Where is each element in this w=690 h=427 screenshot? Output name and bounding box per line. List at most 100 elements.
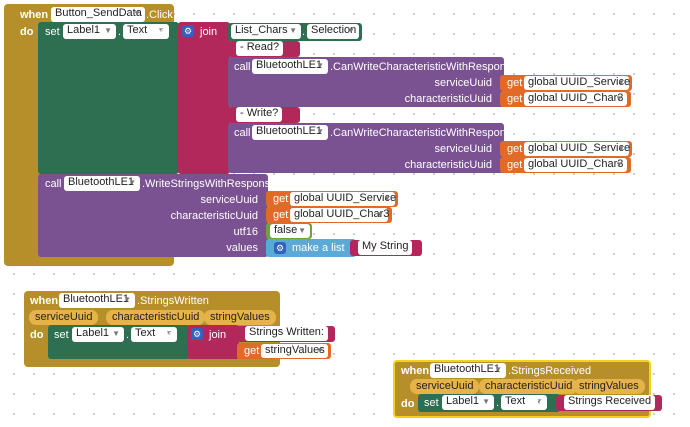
component-dropdown-list-chars[interactable]: List_Chars▼ [231,24,301,39]
chevron-down-icon: ▼ [535,397,543,406]
service-uuid-label: serviceUuid [434,143,492,155]
get-global-service-1[interactable]: get global UUID_Service▼ [500,75,632,91]
call-label: call [45,178,62,190]
gear-icon[interactable]: ⚙ [191,328,203,340]
param-characteristic-uuid[interactable]: characteristicUuid [479,379,579,394]
text-strings-written[interactable]: Strings Written: [237,326,335,342]
chevron-down-icon: ▼ [615,160,623,169]
chevron-down-icon: ▼ [617,78,625,87]
component-dropdown-ble[interactable]: BluetoothLE1▼ [64,176,140,191]
to-label: to [157,26,167,38]
call-canwrite-block-2[interactable]: call BluetoothLE1▼ .CanWriteCharacterist… [228,123,517,173]
characteristic-uuid-label: characteristicUuid [404,159,492,171]
param-string-values[interactable]: stringValues [204,310,276,325]
chevron-down-icon: ▼ [494,365,502,374]
get-global-service-3[interactable]: get global UUID_Service▼ [266,191,398,207]
chevron-down-icon: ▼ [376,210,384,219]
component-dropdown-ble[interactable]: BluetoothLE1▼ [252,59,328,74]
text-write[interactable]: - Write? [228,107,300,123]
service-uuid-label: serviceUuid [200,194,258,206]
do-label: do [20,26,34,38]
join-label: join [209,329,227,341]
chevron-down-icon: ▼ [615,94,623,103]
gear-icon[interactable]: ⚙ [182,25,194,37]
make-a-list-label: make a list [292,242,345,254]
component-dropdown-button-senddata[interactable]: Button_SendData▼ [51,7,145,22]
chevron-down-icon: ▼ [347,26,355,35]
property-dropdown-text[interactable]: Text▼ [123,24,169,39]
chevron-down-icon: ▼ [104,26,112,35]
call-label: call [234,61,251,73]
component-dropdown-label1[interactable]: Label1▼ [442,395,494,410]
set-label: set [54,329,69,341]
when-label: when [30,295,59,307]
false-block[interactable]: false▼ [266,223,312,239]
chevron-down-icon: ▼ [316,61,324,70]
param-characteristic-uuid[interactable]: characteristicUuid [106,310,206,325]
do-label: do [401,398,415,410]
event-name-strings-received: .StringsReceived [508,365,592,377]
property-dropdown-text[interactable]: Text▼ [131,327,177,342]
method-write-strings: .WriteStringsWithResponse [142,178,277,190]
characteristic-uuid-label: characteristicUuid [170,210,258,222]
get-string-values[interactable]: get stringValues▼ [237,343,331,359]
make-a-list-block[interactable]: ⚙ make a list [266,239,356,257]
when-label: when [401,365,430,377]
set-label: set [424,397,439,409]
join-block-2[interactable]: ⚙ join [187,325,239,359]
event-name-strings-written: .StringsWritten [137,295,209,307]
chevron-down-icon: ▼ [617,144,625,153]
method-can-write: .CanWriteCharacteristicWithResponse [330,127,518,139]
set-label: set [45,26,60,38]
chevron-down-icon: ▼ [128,178,136,187]
property-dropdown-selection[interactable]: Selection▼ [307,24,359,39]
get-global-char3-1[interactable]: get global UUID_Char3▼ [500,91,631,107]
utf16-label: utf16 [233,226,258,238]
get-global-char3-3[interactable]: get global UUID_Char3▼ [266,207,392,223]
text-strings-received[interactable]: Strings Received [556,395,662,411]
chevron-down-icon: ▼ [316,346,324,355]
component-dropdown-ble[interactable]: BluetoothLE1▼ [59,293,135,308]
boolean-dropdown[interactable]: false▼ [270,224,310,238]
call-label: call [234,127,251,139]
property-dropdown-text[interactable]: Text▼ [501,395,547,410]
chevron-down-icon: ▼ [316,127,324,136]
values-label: values [226,242,258,254]
chevron-down-icon: ▼ [133,9,141,18]
component-dropdown-label1[interactable]: Label1▼ [63,24,116,39]
component-dropdown-label1[interactable]: Label1▼ [72,327,124,342]
component-dropdown-ble[interactable]: BluetoothLE1▼ [252,125,328,140]
chevron-down-icon: ▼ [157,26,165,35]
set-label-text-block-3[interactable]: set Label1▼ . Text▼ to [418,394,560,412]
get-global-service-2[interactable]: get global UUID_Service▼ [500,141,632,157]
event-block-strings-received[interactable]: when BluetoothLE1▼ .StringsReceived serv… [393,360,651,418]
method-can-write: .CanWriteCharacteristicWithResponse [330,61,518,73]
call-canwrite-block-1[interactable]: call BluetoothLE1▼ .CanWriteCharacterist… [228,57,517,107]
to-label: to [536,397,546,409]
service-uuid-label: serviceUuid [434,77,492,89]
when-label: when [20,9,49,21]
chevron-down-icon: ▼ [298,226,306,235]
param-string-values[interactable]: stringValues [573,379,645,394]
component-dropdown-ble[interactable]: BluetoothLE1▼ [430,363,506,378]
gear-icon[interactable]: ⚙ [274,242,286,254]
list-chars-selection-block[interactable]: List_Chars▼ . Selection▼ [228,23,362,41]
set-label-text-block[interactable]: set Label1▼ . Text▼ to [38,22,179,174]
characteristic-uuid-label: characteristicUuid [404,93,492,105]
join-block[interactable]: ⚙ join [178,22,230,174]
to-label: to [165,329,175,341]
do-label: do [30,329,44,341]
text-my-string[interactable]: My String [350,240,422,256]
chevron-down-icon: ▼ [123,295,131,304]
param-service-uuid[interactable]: serviceUuid [29,310,99,325]
chevron-down-icon: ▼ [165,329,173,338]
join-label: join [200,26,218,38]
chevron-down-icon: ▼ [112,329,120,338]
set-label-text-block-2[interactable]: set Label1▼ . Text▼ to [48,325,190,359]
get-global-char3-2[interactable]: get global UUID_Char3▼ [500,157,631,173]
call-write-strings-block[interactable]: call BluetoothLE1▼ .WriteStringsWithResp… [38,174,276,257]
chevron-down-icon: ▼ [383,194,391,203]
text-read[interactable]: - Read? [228,41,300,57]
chevron-down-icon: ▼ [482,397,490,406]
param-service-uuid[interactable]: serviceUuid [410,379,480,394]
